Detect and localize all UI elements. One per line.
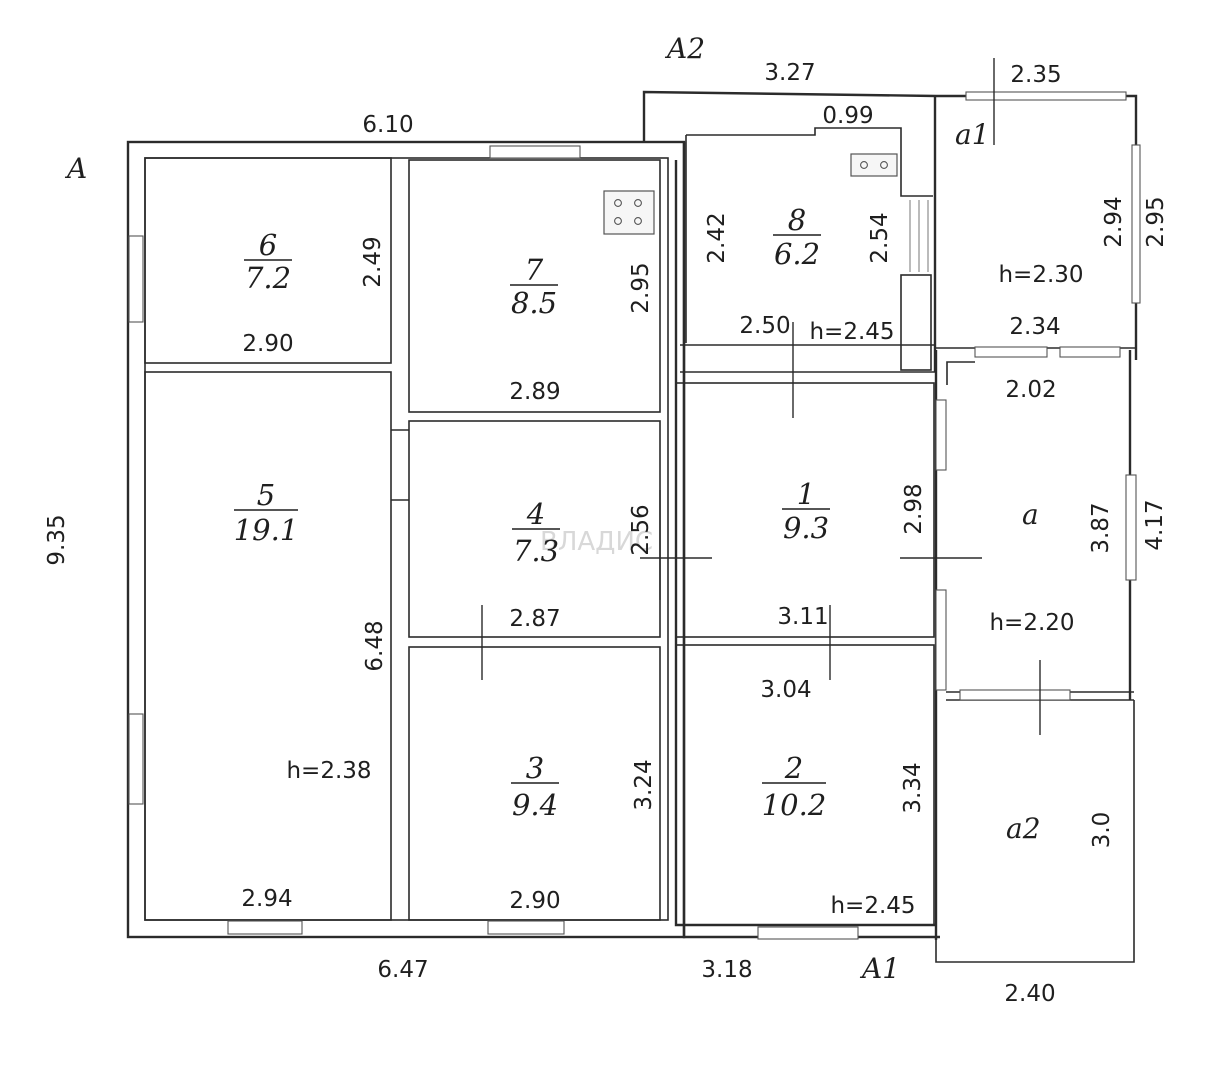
label-lit-a: A: [64, 152, 87, 185]
room-number: 7: [525, 253, 544, 287]
room-area: 19.1: [234, 513, 299, 547]
room-1-label: 1 9.3: [782, 477, 830, 545]
room-number: 2: [784, 751, 803, 785]
room-4-label: 4 7.3: [512, 497, 560, 568]
room-area: 7.2: [245, 261, 291, 295]
dim-a1-outer: 2.95: [1143, 196, 1169, 247]
watermark: ВЛАДИС: [540, 527, 653, 557]
dim-r7-height: 2.95: [628, 262, 654, 313]
ceiling-height-kitchen: h=2.45: [809, 319, 894, 345]
room-3-label: 3 9.4: [511, 751, 559, 822]
room-area: 7.3: [513, 534, 559, 568]
veranda-a-walls: [934, 350, 1134, 940]
kitchen-annex-walls: [642, 90, 937, 373]
dim-r3-height: 3.24: [631, 759, 657, 810]
dim-r8-bottom: 2.50: [739, 313, 790, 339]
dim-r3-width: 2.90: [509, 888, 560, 914]
dim-r1-height: 2.98: [901, 483, 927, 534]
room-number: 4: [526, 497, 545, 531]
main-house-walls: [126, 140, 940, 939]
porch-a2-walls: [935, 700, 1135, 963]
label-a-room: a: [1022, 498, 1039, 531]
label-lit-a1: A1: [859, 952, 900, 985]
room-6-label: 6 7.2: [244, 228, 292, 295]
room-number: 6: [259, 228, 277, 262]
dim-a-inner: 3.87: [1088, 502, 1114, 553]
room-area: 10.2: [762, 788, 827, 822]
room-8-label: 8 6.2: [773, 203, 821, 271]
room-number: 3: [526, 751, 544, 785]
dim-a1-inner: 2.94: [1101, 196, 1127, 247]
stove-icon: [603, 190, 655, 235]
room-7-label: 7 8.5: [510, 253, 558, 320]
dim-r7-width: 2.89: [509, 379, 560, 405]
label-a2-room: a2: [1006, 812, 1041, 845]
ceiling-height-a1: h=2.30: [998, 262, 1083, 288]
dim-r4-height: 2.56: [628, 504, 654, 555]
dim-a-top: 2.02: [1005, 377, 1056, 403]
room-number: 1: [797, 477, 815, 511]
room-number: 8: [788, 203, 806, 237]
dim-left-total: 9.35: [44, 514, 70, 565]
dim-bottom-mid: 3.18: [701, 957, 752, 983]
room-2-label: 2 10.2: [762, 751, 827, 822]
dim-r1-width: 3.11: [777, 604, 828, 630]
dim-a2-height: 3.0: [1089, 812, 1115, 849]
label-lit-a2: A2: [664, 32, 705, 65]
stove-icon: [850, 153, 898, 177]
room-area: 6.2: [774, 237, 820, 271]
room-number: 5: [257, 478, 275, 512]
ceiling-height-a: h=2.20: [989, 610, 1074, 636]
dim-top-a2: 3.27: [764, 60, 815, 86]
dim-r6-height: 2.49: [360, 236, 386, 287]
dim-r6-width: 2.90: [242, 331, 293, 357]
dim-bottom-left: 6.47: [377, 957, 428, 983]
dim-r5-width: 2.94: [241, 886, 292, 912]
room-area: 8.5: [511, 286, 557, 320]
dim-bottom-a2: 2.40: [1004, 981, 1055, 1007]
room-area: 9.3: [783, 511, 829, 545]
dim-r5-height: 6.48: [362, 620, 388, 671]
dim-r8-right: 2.54: [867, 212, 893, 263]
windows: [128, 91, 1141, 940]
room-area: 9.4: [512, 788, 558, 822]
dim-r4-width: 2.87: [509, 606, 560, 632]
section-cuts: [391, 58, 1041, 735]
dim-r2-height: 3.34: [900, 762, 926, 813]
ceiling-height-room2: h=2.45: [830, 893, 915, 919]
dim-a-outer: 4.17: [1142, 499, 1168, 550]
dim-r2-top: 3.04: [760, 677, 811, 703]
dim-top-a: 6.10: [362, 112, 413, 138]
dim-r8-top: 0.99: [822, 103, 873, 129]
dim-r8-left: 2.42: [704, 212, 730, 263]
dim-top-a1: 2.35: [1010, 62, 1061, 88]
room-5-label: 5 19.1: [234, 478, 299, 547]
ceiling-height-main: h=2.38: [286, 758, 371, 784]
label-a1-room: a1: [955, 118, 990, 151]
dim-a1-bottom: 2.34: [1009, 314, 1060, 340]
